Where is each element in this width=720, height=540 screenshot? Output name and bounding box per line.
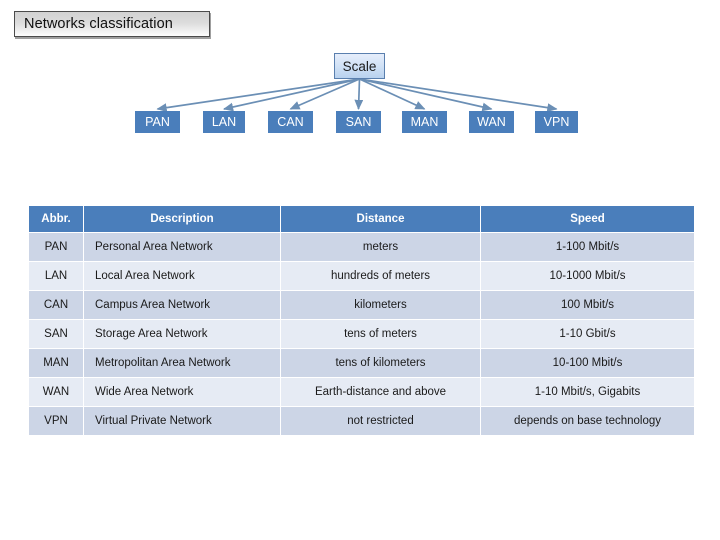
diagram-node-vpn-label: VPN — [543, 115, 570, 129]
diagram-node-pan-label: PAN — [145, 115, 170, 129]
cell-abbr: SAN — [29, 320, 83, 348]
cell-distance: Earth-distance and above — [281, 378, 480, 406]
cell-description: Personal Area Network — [84, 233, 280, 261]
connector-scale-to-vpn — [359, 78, 558, 112]
cell-description: Wide Area Network — [84, 378, 280, 406]
diagram-node-can-label: CAN — [277, 115, 304, 129]
diagram-node-san-label: SAN — [345, 115, 372, 129]
diagram-node-man-label: MAN — [410, 115, 439, 129]
connector-scale-to-pan — [156, 78, 360, 113]
cell-abbr: LAN — [29, 262, 83, 290]
cell-speed: 1-100 Mbit/s — [481, 233, 694, 261]
column-header-distance: Distance — [281, 206, 480, 232]
page-title-plaque: Networks classification — [14, 11, 210, 37]
connector-scale-to-san — [354, 78, 364, 111]
diagram-node-scale[interactable]: Scale — [334, 53, 385, 79]
cell-speed: 10-1000 Mbit/s — [481, 262, 694, 290]
cell-abbr: VPN — [29, 407, 83, 435]
column-header-abbr: Abbr. — [29, 206, 83, 232]
cell-abbr: WAN — [29, 378, 83, 406]
diagram-node-pan[interactable]: PAN — [135, 111, 180, 133]
cell-description: Virtual Private Network — [84, 407, 280, 435]
diagram-node-wan-label: WAN — [477, 115, 506, 129]
cell-distance: kilometers — [281, 291, 480, 319]
cell-distance: meters — [281, 233, 480, 261]
diagram-node-lan[interactable]: LAN — [203, 111, 245, 133]
cell-abbr: MAN — [29, 349, 83, 377]
diagram-node-can[interactable]: CAN — [268, 111, 313, 133]
cell-speed: 100 Mbit/s — [481, 291, 694, 319]
cell-description: Metropolitan Area Network — [84, 349, 280, 377]
column-header-description: Description — [84, 206, 280, 232]
connector-layer — [156, 78, 558, 113]
diagram-node-vpn[interactable]: VPN — [535, 111, 578, 133]
diagram-node-scale-label: Scale — [342, 58, 377, 74]
cell-speed: depends on base technology — [481, 407, 694, 435]
column-header-speed: Speed — [481, 206, 694, 232]
cell-distance: not restricted — [281, 407, 480, 435]
cell-speed: 1-10 Mbit/s, Gigabits — [481, 378, 694, 406]
connector-lines — [156, 78, 558, 113]
connector-scale-to-wan — [359, 78, 493, 112]
cell-speed: 1-10 Gbit/s — [481, 320, 694, 348]
cell-description: Local Area Network — [84, 262, 280, 290]
cell-description: Storage Area Network — [84, 320, 280, 348]
diagram-node-man[interactable]: MAN — [402, 111, 447, 133]
diagram-node-san[interactable]: SAN — [336, 111, 381, 133]
table-header-row: Abbr. Description Distance Speed — [29, 206, 694, 232]
page-title: Networks classification — [24, 16, 173, 32]
connector-scale-to-can — [289, 78, 360, 110]
cell-abbr: PAN — [29, 233, 83, 261]
cell-distance: tens of kilometers — [281, 349, 480, 377]
cell-distance: tens of meters — [281, 320, 480, 348]
connector-scale-to-man — [359, 78, 426, 110]
cell-distance: hundreds of meters — [281, 262, 480, 290]
diagram-node-lan-label: LAN — [211, 115, 237, 129]
diagram-node-wan[interactable]: WAN — [469, 111, 514, 133]
table-header: Abbr. Description Distance Speed — [29, 206, 694, 232]
cell-abbr: CAN — [29, 291, 83, 319]
cell-description: Campus Area Network — [84, 291, 280, 319]
cell-speed: 10-100 Mbit/s — [481, 349, 694, 377]
connector-scale-to-lan — [223, 78, 360, 112]
